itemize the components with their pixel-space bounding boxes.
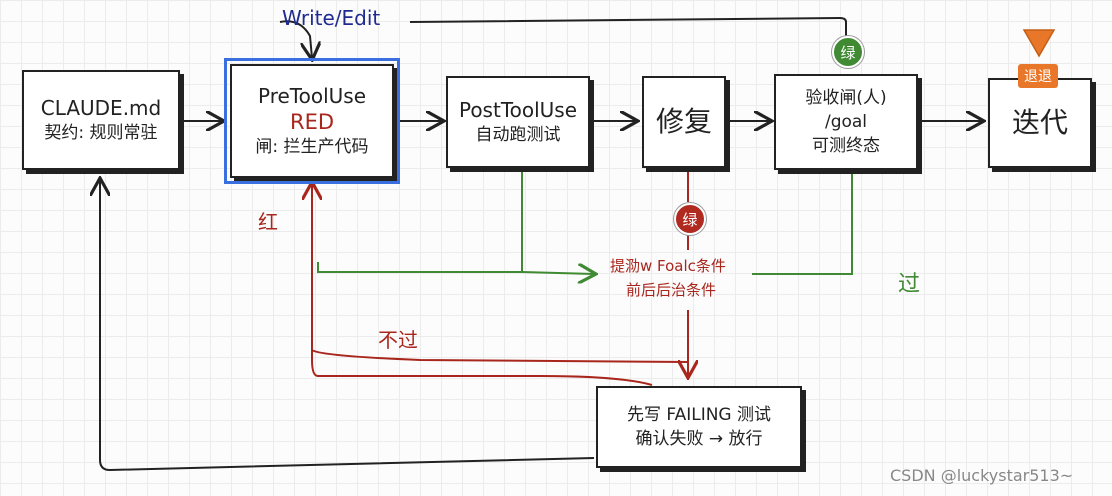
retreat-tag: 退退 [1018,64,1058,88]
flag-icon [1022,29,1056,58]
claude-md-title: CLAUDE.md [40,96,162,120]
post-tool-use-node[interactable]: PostToolUse 自动跑测试 [446,76,590,168]
watermark: CSDN @luckystar513~ [890,466,1074,485]
write-edit-arrow [279,20,312,58]
iterate-title: 迭代 [1011,106,1068,139]
post-tool-use-title: PostToolUse [458,98,578,122]
red-badge-fix: 绿 [674,203,706,235]
acceptance-gate-subtitle: 可测终态 [812,136,880,156]
post-tool-use-subtitle: 自动跑测试 [475,125,561,145]
claude-md-subtitle: 契约: 规则常驻 [44,123,158,143]
fix-node[interactable]: 修复 [642,76,726,168]
green-line-gate [752,170,853,275]
failing-test-line1: 先写 FAILING 测试 [626,405,772,425]
green-line-post [317,170,523,273]
iterate-node[interactable]: 迭代 [988,78,1092,168]
acceptance-gate-node[interactable]: 验收闸(人) /goal 可测终态 [774,74,918,170]
bottom-loop-to-claude [100,180,595,472]
green-badge-gate: 绿 [832,36,864,68]
claude-md-node[interactable]: CLAUDE.md 契约: 规则常驻 [22,70,180,170]
conditions-text: 提泐w Foalc条件 前后后治条件 [610,254,726,302]
write-edit-loop [409,16,847,40]
pre-tool-use-node[interactable]: PreToolUse RED 闸: 拦生产代码 [224,58,400,184]
green-arrow-to-conditions [521,272,594,274]
pre-tool-use-title: PreToolUse [257,84,366,108]
acceptance-gate-goal: /goal [824,112,868,132]
failing-test-line2: 确认失败 → 放行 [635,429,763,449]
conditions-line2: 前后后治条件 [626,281,717,299]
pre-tool-use-subtitle: 闸: 拦生产代码 [255,137,369,157]
acceptance-gate-title: 验收闸(人) [805,88,887,108]
write-edit-label: Write/Edit [282,6,381,30]
conditions-line1: 提泐w Foalc条件 [610,257,726,275]
red-not-pass-line [311,349,689,363]
failing-test-node[interactable]: 先写 FAILING 测试 确认失败 → 放行 [596,386,802,468]
red-loop-to-pre [312,184,653,386]
not-pass-label: 不过 [378,328,418,352]
red-label: 红 [258,210,278,234]
pre-tool-use-red-label: RED [289,110,335,134]
pass-label: 过 [898,272,921,297]
fix-title: 修复 [655,105,712,138]
